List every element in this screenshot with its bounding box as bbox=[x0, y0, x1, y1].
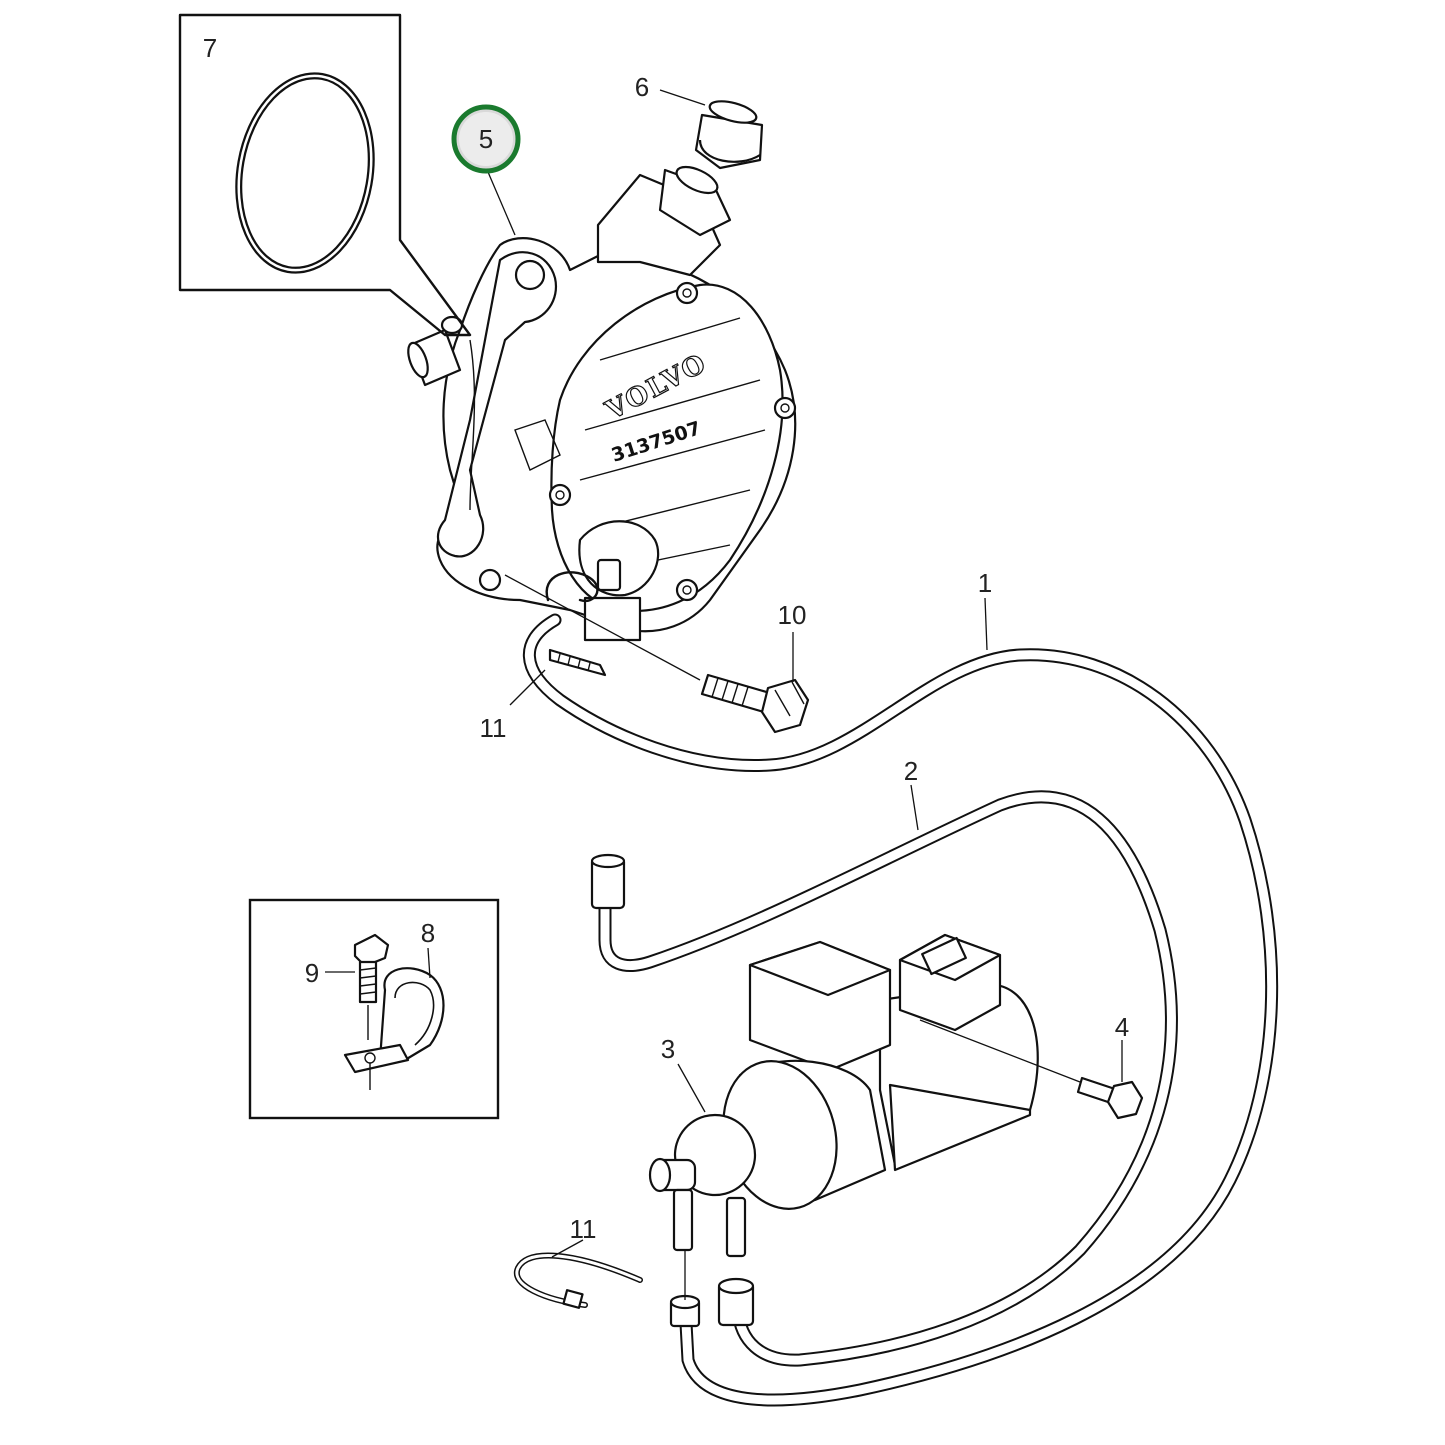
callout-1: 1 bbox=[978, 568, 992, 598]
callout-5-highlight[interactable]: 5 bbox=[451, 104, 521, 174]
bolt-4 bbox=[1076, 1076, 1144, 1120]
callout-8: 8 bbox=[421, 918, 435, 948]
cable-tie-11a bbox=[548, 648, 607, 677]
vacuum-hose-1 bbox=[522, 613, 1279, 1407]
callout-9: 9 bbox=[305, 958, 319, 988]
callout-7: 7 bbox=[203, 33, 217, 63]
callout-11b: 11 bbox=[570, 1214, 597, 1244]
solenoid-valve-3 bbox=[648, 933, 1039, 1258]
bolt-10 bbox=[700, 673, 810, 734]
callout-6: 6 bbox=[635, 72, 649, 102]
inset-box-8-9 bbox=[248, 898, 500, 1120]
cap-6 bbox=[694, 100, 764, 170]
vacuum-pump: VOLVO 3137507 bbox=[407, 165, 797, 642]
vacuum-hose-2 bbox=[590, 790, 1178, 1367]
callout-10: 10 bbox=[778, 600, 807, 630]
inset-box-7 bbox=[178, 13, 472, 337]
callout-11a: 11 bbox=[480, 713, 507, 743]
callout-5: 5 bbox=[479, 124, 493, 154]
callout-2: 2 bbox=[904, 756, 918, 786]
callout-4: 4 bbox=[1115, 1012, 1129, 1042]
leader-lines bbox=[325, 89, 1123, 1300]
cable-tie-11b bbox=[513, 1252, 643, 1309]
callout-3: 3 bbox=[661, 1034, 675, 1064]
